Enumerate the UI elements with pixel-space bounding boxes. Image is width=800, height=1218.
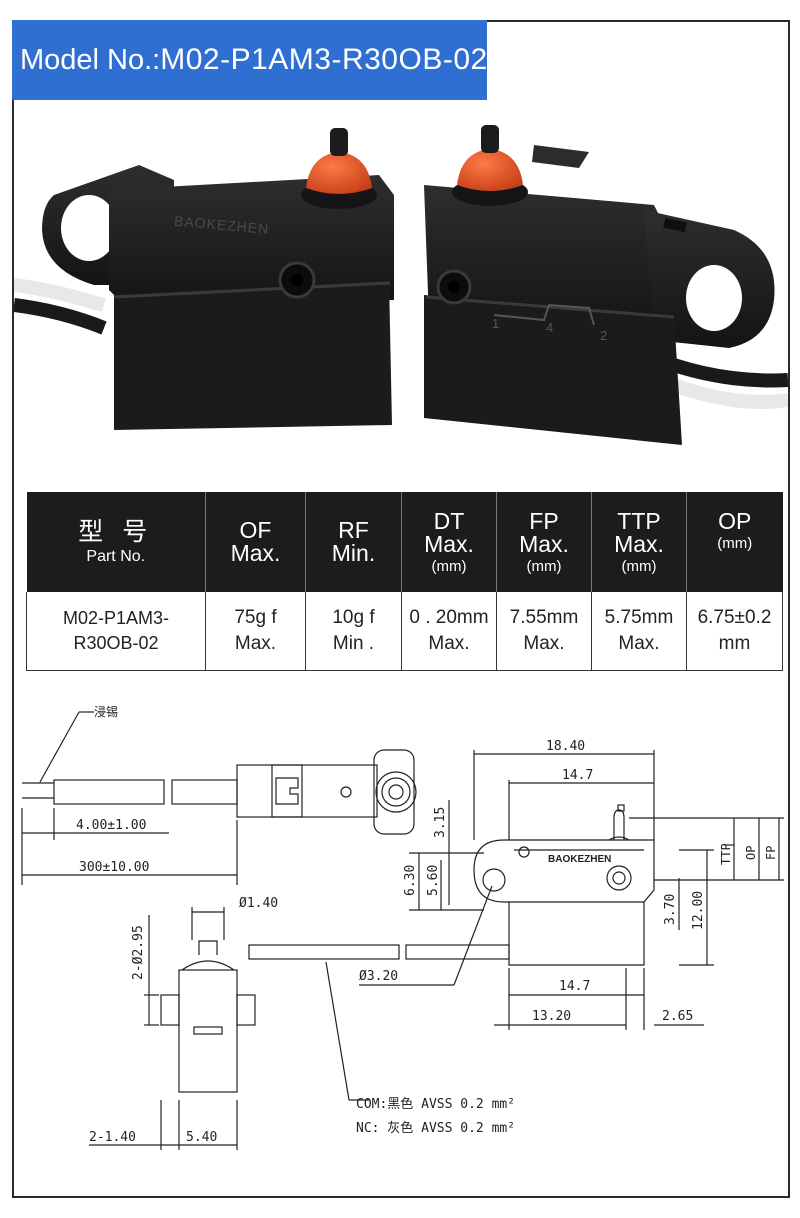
dim-strip: 4.00±1.00	[76, 818, 146, 833]
dim-plunger: 3.15	[433, 807, 448, 838]
cell-part-no: M02-P1AM3-R30OB-02	[26, 592, 206, 671]
spec-header-row: 型 号 Part No. OF Max. RF Min. DT Max. (mm…	[26, 492, 783, 592]
tin-label: 浸锡	[94, 704, 118, 719]
black-wire-left	[14, 298, 107, 335]
dim-h3: 3.70	[663, 894, 678, 925]
dim-overall: 18.40	[546, 739, 585, 754]
dim-pin: Ø1.40	[239, 896, 278, 911]
dim-h1: 6.30	[403, 865, 418, 896]
left-plunger	[330, 128, 348, 156]
header-part-no: 型 号 Part No.	[26, 492, 206, 592]
dim-offset: 2.65	[662, 1009, 693, 1024]
left-actuator-boot	[306, 152, 372, 194]
white-wire-right	[671, 378, 788, 409]
black-wire-right	[671, 358, 788, 388]
switch-front-view	[473, 804, 655, 966]
right-body-lower	[424, 295, 682, 445]
tin-leader	[39, 711, 80, 783]
model-prefix: Model No.:	[20, 43, 161, 76]
wire-com-label: COM:黑色 AVSS 0.2 mm²	[356, 1096, 515, 1112]
dim-length: 300±10.00	[79, 860, 149, 875]
left-body-lower	[114, 280, 392, 430]
header-rf: RF Min.	[305, 492, 402, 592]
terminal-label-2: 2	[600, 328, 607, 343]
right-actuator-boot	[457, 149, 523, 191]
right-plunger	[481, 125, 499, 153]
marker-ttp: TTP	[719, 843, 733, 865]
dim-side-w: 2-1.40	[89, 1130, 136, 1145]
technical-drawing: 浸锡 4.00±1.00 300±10.00 18.40 14.7 3.15 6…	[21, 704, 784, 1150]
dim-hole: Ø3.20	[359, 969, 398, 984]
header-dt: DT Max. (mm)	[401, 492, 497, 592]
dim-height: 12.00	[691, 891, 706, 930]
right-body-upper	[424, 185, 664, 335]
model-banner: Model No.: M02-P1AM3-R30OB-02	[12, 20, 487, 100]
model-number: M02-P1AM3-R30OB-02	[160, 43, 488, 76]
dim-bottom: 14.7	[559, 979, 590, 994]
product-photo: BAOKEZHEN 1 4 2	[14, 125, 788, 445]
header-fp: FP Max. (mm)	[496, 492, 592, 592]
wire-side-view	[22, 749, 417, 835]
dim-h2: 5.60	[426, 865, 441, 896]
white-wire-left	[14, 278, 106, 312]
wire-nc-label: NC: 灰色 AVSS 0.2 mm²	[356, 1120, 515, 1136]
drawing-brand: BAOKEZHEN	[548, 854, 611, 865]
switch-top-view	[160, 940, 256, 1093]
terminal-label-1: 1	[492, 316, 499, 331]
header-op: OP (mm)	[686, 492, 783, 592]
dim-side-d: 2-Ø2.95	[131, 925, 146, 980]
dim-side-b: 5.40	[186, 1130, 217, 1145]
header-of: OF Max.	[205, 492, 306, 592]
spec-table: 型 号 Part No. OF Max. RF Min. DT Max. (mm…	[26, 492, 783, 671]
right-switch: 1 4 2	[424, 125, 788, 445]
left-mount-hole	[61, 195, 117, 261]
header-ttp: TTP Max. (mm)	[591, 492, 687, 592]
right-mount-hole	[686, 265, 742, 331]
dim-span: 14.7	[562, 768, 593, 783]
marker-op: OP	[744, 846, 758, 860]
left-switch: BAOKEZHEN	[14, 128, 394, 430]
dim-base: 13.20	[532, 1009, 571, 1024]
marker-fp: FP	[764, 846, 778, 860]
terminal-label-4: 4	[546, 320, 553, 335]
